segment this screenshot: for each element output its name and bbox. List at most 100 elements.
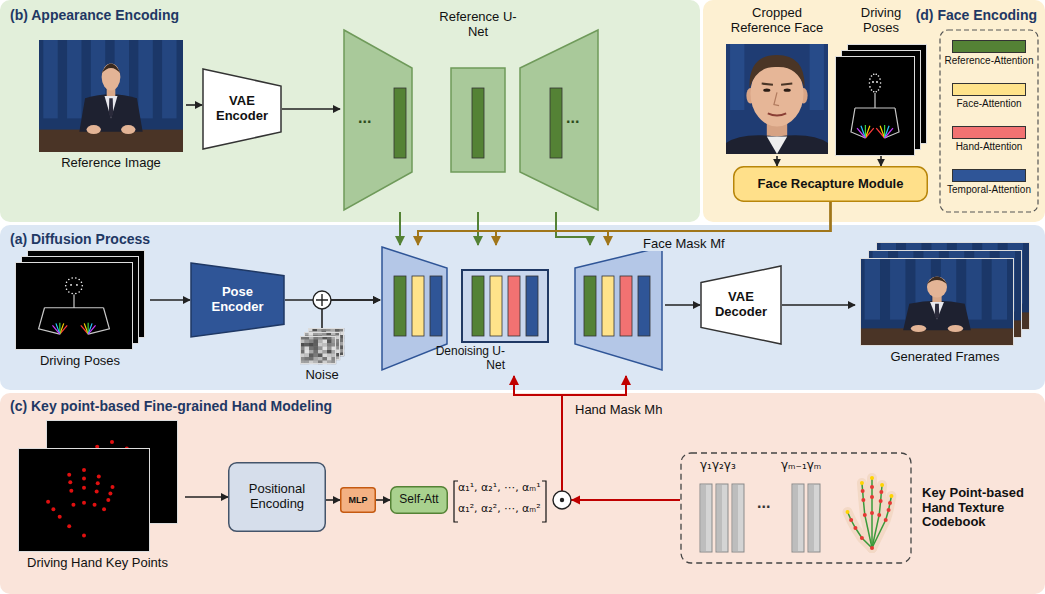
weight-vector: α₁², α₂², ⋯, αₘ² — [458, 502, 541, 515]
add-symbol — [313, 291, 331, 309]
hand-keypoint-line — [865, 126, 869, 138]
frame-background — [300, 336, 336, 364]
frame-border — [861, 259, 1014, 346]
connector — [185, 496, 228, 498]
legend-entry: Reference-Attention — [940, 40, 1038, 66]
noise-pixel — [304, 353, 309, 357]
unet-bottleneck — [451, 68, 505, 172]
nose — [774, 92, 779, 105]
image-frame — [300, 336, 336, 364]
section-panel: Reference ImageVAE EncoderReference U-Ne… — [0, 0, 700, 222]
hand-keypoint — [110, 440, 114, 444]
attention-block — [430, 276, 442, 336]
studio-background — [860, 258, 1014, 346]
attention-block — [584, 276, 596, 336]
noise-pixel — [309, 343, 314, 347]
attention-block — [638, 276, 650, 336]
matrix-bracket — [454, 481, 458, 522]
attention-block — [550, 88, 562, 158]
legend-label: Temporal-Attention — [940, 184, 1038, 195]
panel-background — [0, 393, 1045, 594]
face-landmark — [76, 284, 78, 286]
hand-joint — [860, 481, 864, 485]
tie — [109, 98, 113, 118]
connector — [477, 212, 479, 245]
shirt — [105, 96, 118, 118]
noise-pixel — [318, 357, 323, 361]
label-holder: γ₁γ₂γ₃ — [700, 458, 736, 472]
noise-pixel — [327, 339, 332, 343]
codebook-vector — [716, 484, 728, 552]
noise-pixel — [318, 343, 323, 347]
noise-pixel — [318, 354, 323, 358]
image-node: Driving Poses — [10, 250, 150, 378]
node-label: Positional Encoding — [236, 482, 318, 512]
codebook-vector — [732, 484, 744, 552]
panel-title: (a) Diffusion Process — [10, 231, 150, 247]
hand-keypoint — [108, 491, 112, 495]
noise-pixel — [327, 343, 332, 347]
face-landmark — [869, 78, 871, 80]
illustration — [39, 40, 183, 152]
face-landmark — [66, 282, 68, 284]
hand-keypoint-line — [84, 323, 88, 334]
frame-background — [15, 262, 133, 350]
noise-pixel — [327, 347, 332, 351]
legend-swatch — [952, 83, 1026, 96]
ellipsis-mark: ... — [358, 108, 371, 127]
legend-label: Reference-Attention — [940, 55, 1038, 66]
hand-joint — [846, 510, 850, 514]
hand-joint — [853, 526, 857, 530]
hand-keypoint — [82, 501, 86, 505]
hand-keypoint — [71, 503, 75, 507]
hand-joint — [860, 536, 864, 540]
face-landmark — [70, 284, 72, 286]
face-landmark — [873, 73, 875, 75]
codebook-vector — [792, 484, 804, 552]
noise-pixel — [304, 339, 309, 343]
noise-pixel — [322, 350, 327, 354]
hand-keypoint — [67, 473, 71, 477]
node-label: Driving Poses — [851, 6, 911, 36]
image-frame — [876, 242, 1030, 330]
node-label: Key Point-based Hand Texture Codebook — [922, 486, 1040, 531]
hand-keypoint — [96, 481, 100, 485]
hand-keypoint — [51, 507, 55, 511]
image-node: Generated Frames — [855, 242, 1035, 370]
hand-joint — [863, 513, 867, 517]
attention-block — [394, 88, 406, 158]
face-landmark — [78, 291, 80, 293]
frame-border — [19, 449, 150, 552]
box-shape — [391, 487, 448, 514]
face-landmark — [81, 288, 83, 290]
image-frame — [860, 258, 1014, 346]
panel-background — [703, 0, 1045, 222]
noise-pixel — [327, 350, 332, 354]
frame-background — [18, 448, 150, 552]
noise-pixel — [305, 354, 310, 358]
noise-pixel — [318, 339, 323, 343]
noise-pixel — [309, 346, 314, 350]
encoder-shape — [191, 263, 284, 337]
face-landmark — [71, 277, 73, 279]
connector — [282, 108, 340, 110]
hand-keypoint-line — [60, 323, 64, 334]
face-landmark — [81, 282, 83, 284]
noise-pixel — [318, 350, 323, 354]
photo-background — [726, 44, 828, 154]
noise-pixel — [331, 353, 336, 357]
attention-block — [490, 276, 502, 336]
hair — [749, 55, 804, 88]
hand-joint — [877, 513, 881, 517]
node-label: MLP — [342, 495, 374, 505]
face-landmark — [68, 291, 70, 293]
hand-joint — [884, 518, 888, 522]
panel-title: (d) Face Encoding — [916, 7, 1037, 23]
codebook-vector-shade — [733, 485, 738, 551]
arrowhead-symbol — [571, 496, 580, 505]
desk — [860, 328, 1014, 346]
add-symbol-cross — [316, 294, 328, 306]
face-landmark — [869, 82, 871, 84]
image-node: Reference Image — [36, 40, 186, 180]
image-node: Driving Hand Key Points — [10, 420, 185, 578]
